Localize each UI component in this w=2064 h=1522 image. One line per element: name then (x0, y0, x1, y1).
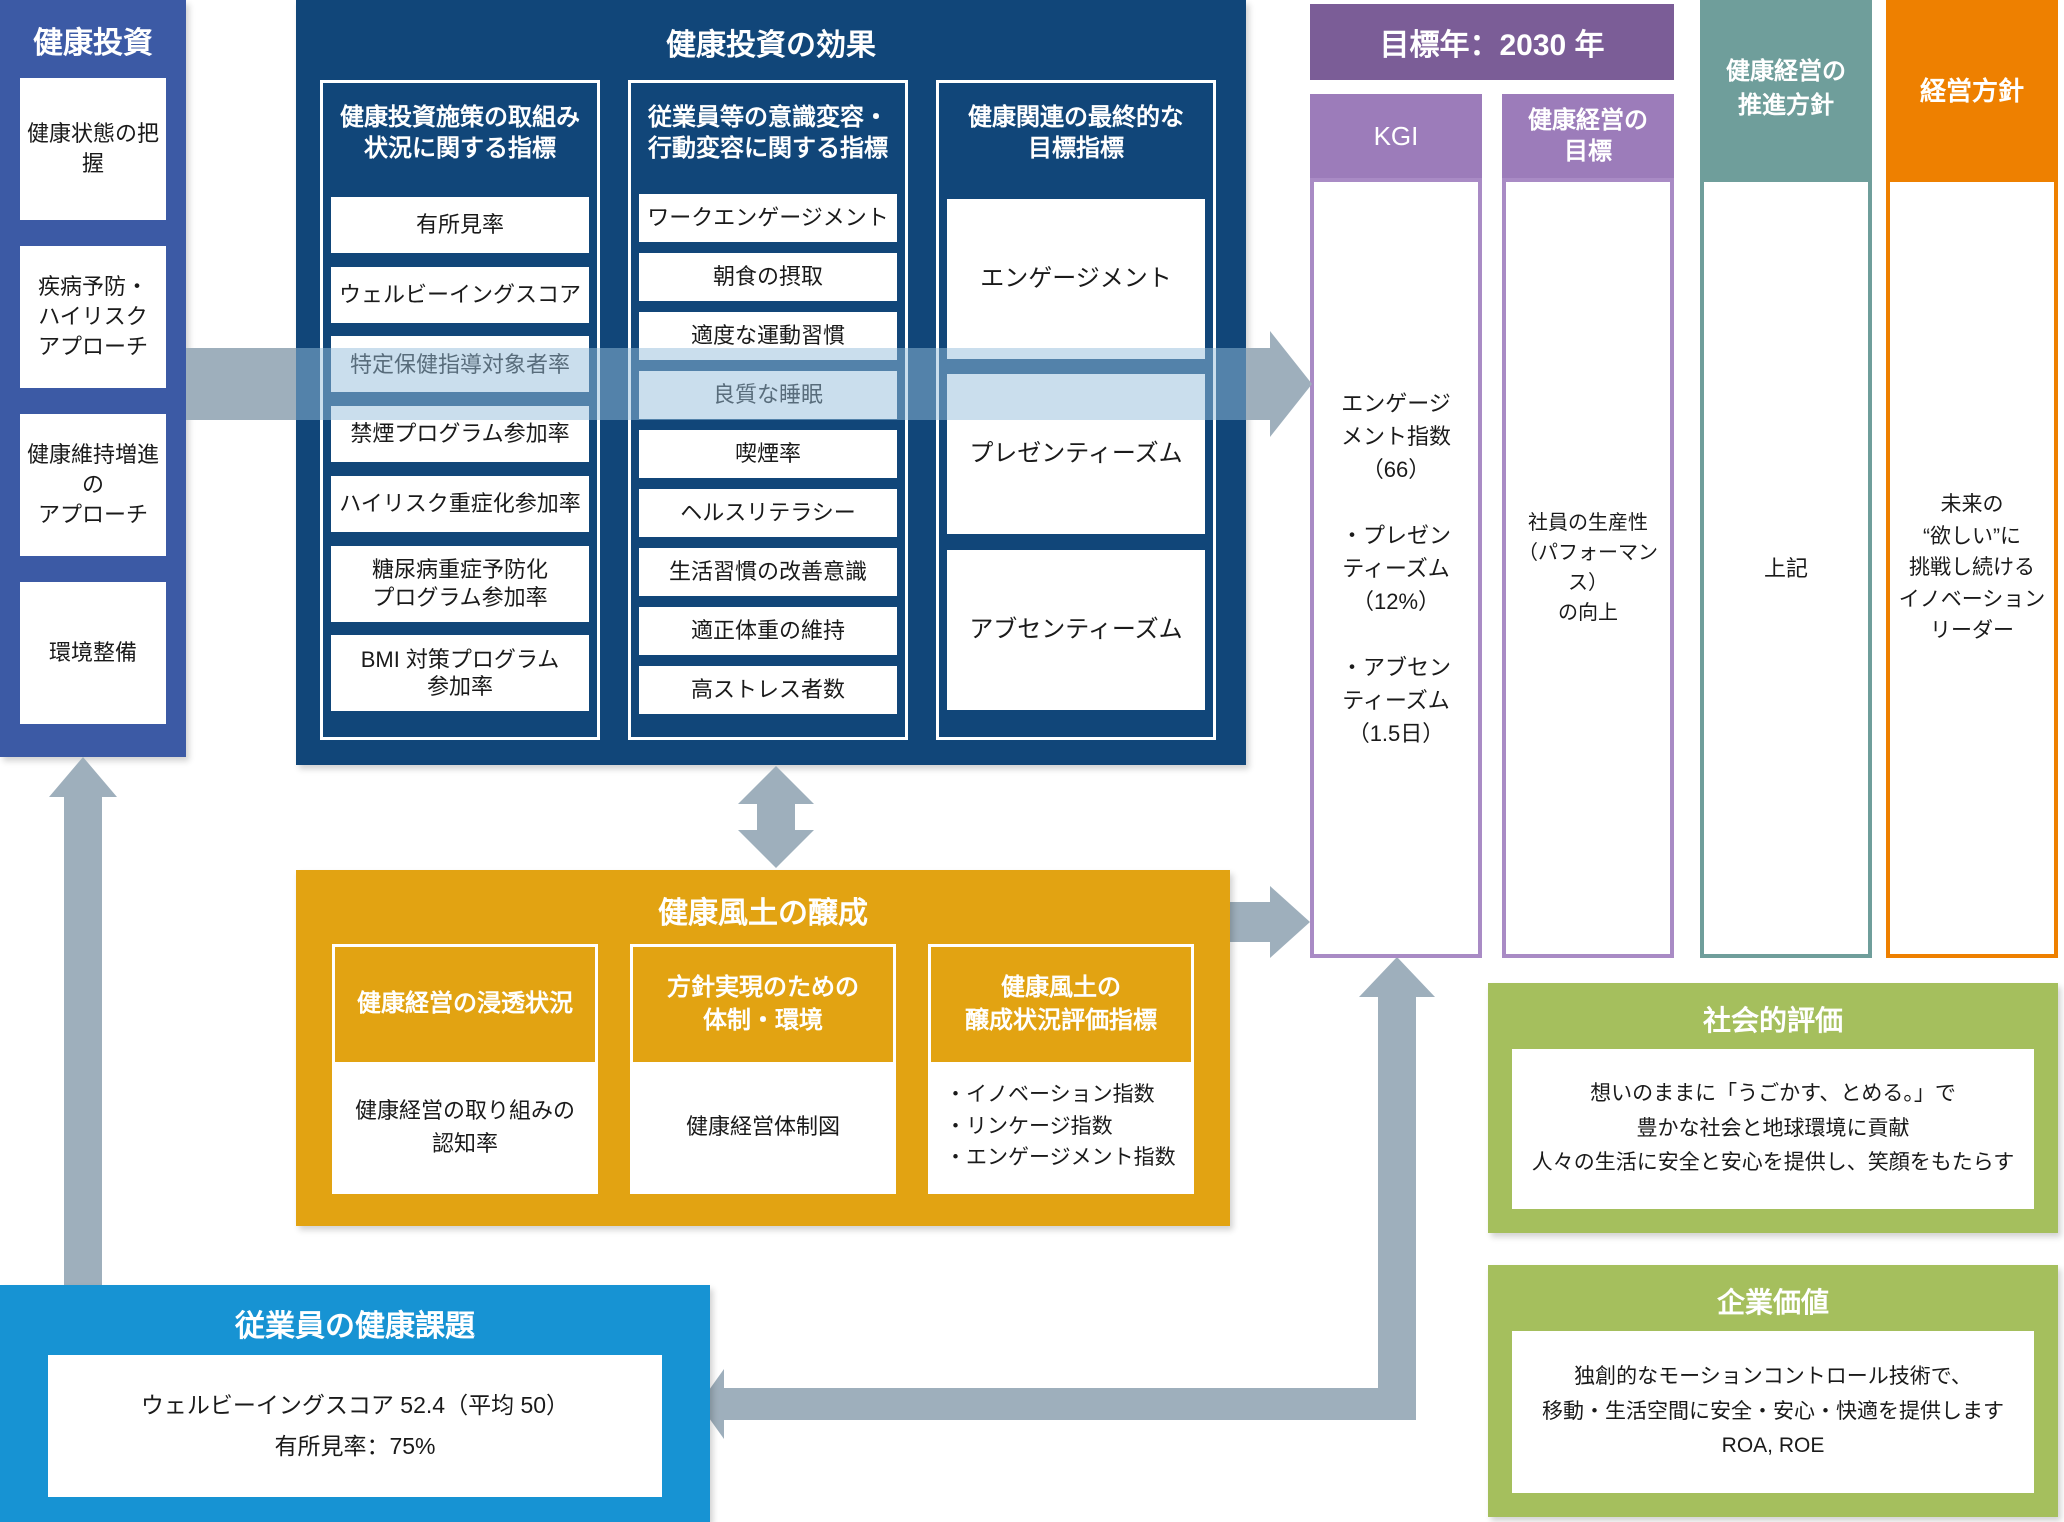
flow-arrow-translucent-band (296, 348, 1246, 420)
metric-item: ワークエンゲージメント (639, 194, 897, 242)
promotion-policy-body: 上記 (1700, 178, 1872, 958)
metric-item: 喫煙率 (639, 430, 897, 478)
employee-issues-body: ウェルビーイングスコア 52.4（平均 50） 有所見率：75% (48, 1355, 662, 1497)
corporate-value-body: 独創的なモーションコントロール技術で、 移動・生活空間に安全・安心・快適を提供し… (1512, 1331, 2034, 1493)
double-arrow-down-head-icon (738, 830, 814, 868)
elbow-arrow-horizontal-shaft (723, 1388, 1416, 1420)
effects-column-items: エンゲージメント プレゼンティーズム アブセンティーズム (947, 183, 1205, 725)
metric-item: エンゲージメント (947, 198, 1205, 359)
effects-title: 健康投資の効果 (666, 29, 876, 62)
metric-item: ハイリスク重症化参加率 (331, 475, 589, 532)
employee-issues-title: 従業員の健康課題 (235, 1310, 475, 1343)
culture-column-header: 健康風土の 醸成状況評価指標 (965, 974, 1157, 1034)
investment-item: 健康維持増進の アプローチ (20, 414, 166, 556)
employee-issues-box: 従業員の健康課題 ウェルビーイングスコア 52.4（平均 50） 有所見率：75… (0, 1285, 710, 1522)
effects-box: 健康投資の効果 健康投資施策の取組み 状況に関する指標 有所見率 ウェルビーイン… (296, 0, 1246, 765)
effects-column-final-goals: 健康関連の最終的な 目標指標 エンゲージメント プレゼンティーズム アブセンティ… (936, 80, 1216, 740)
metric-item: ウェルビーイングスコア (331, 266, 589, 323)
promotion-policy-header: 健康経営の 推進方針 (1700, 0, 1872, 178)
kgi-body: エンゲージ メント指数 （66） ・プレゼン ティーズム （12%） ・アブセン… (1310, 178, 1482, 958)
investment-column: 健康投資 健康状態の把握 疾病予防・ ハイリスク アプローチ 健康維持増進の ア… (0, 0, 186, 757)
elbow-arrow-vertical-shaft (1378, 995, 1416, 1420)
culture-arrow-shaft (1230, 902, 1270, 942)
metric-item: アブセンティーズム (947, 549, 1205, 710)
metric-item: 生活習慣の改善意識 (639, 548, 897, 596)
effects-column-header: 健康投資施策の取組み 状況に関する指標 (340, 103, 580, 162)
culture-title: 健康風土の醸成 (658, 897, 868, 930)
culture-column-body: 健康経営体制図 (633, 1062, 893, 1191)
culture-column-header: 方針実現のための 体制・環境 (667, 974, 859, 1034)
effects-column-items: ワークエンゲージメント 朝食の摂取 適度な運動習慣 良質な睡眠 喫煙率 ヘルスリ… (639, 183, 897, 725)
investment-title: 健康投資 (33, 27, 153, 60)
flow-arrow-right-segment (1246, 348, 1272, 420)
kgi-header: KGI (1310, 94, 1482, 178)
corporate-value-title: 企業価値 (1716, 1287, 1829, 1318)
investment-item: 健康状態の把握 (20, 78, 166, 220)
double-arrow-up-head-icon (738, 766, 814, 804)
culture-column-structure: 方針実現のための 体制・環境 健康経営体制図 (630, 944, 896, 1194)
metric-item: 適正体重の維持 (639, 607, 897, 655)
culture-column-penetration: 健康経営の浸透状況 健康経営の取り組みの 認知率 (332, 944, 598, 1194)
social-evaluation-title: 社会的評価 (1702, 1005, 1843, 1036)
social-evaluation-body: 想いのままに「うごかす、とめる。」で 豊かな社会と地球環境に貢献 人々の生活に安… (1512, 1049, 2034, 1209)
effects-column-header: 従業員等の意識変容・ 行動変容に関する指標 (648, 103, 888, 162)
investment-item: 疾病予防・ ハイリスク アプローチ (20, 246, 166, 388)
metric-item: 糖尿病重症予防化 プログラム参加率 (331, 545, 589, 622)
management-goal-body: 社員の生産性 （パフォーマンス） の向上 (1502, 178, 1674, 958)
metric-item: ヘルスリテラシー (639, 489, 897, 537)
elbow-arrow-up-head-icon (1359, 957, 1435, 997)
investment-item: 環境整備 (20, 582, 166, 724)
flow-arrowhead-right-icon (1270, 331, 1312, 437)
metric-item: 有所見率 (331, 196, 589, 253)
metric-item: 高ストレス者数 (639, 666, 897, 714)
metric-item: BMI 対策プログラム 参加率 (331, 635, 589, 712)
flow-arrow-left-segment (186, 348, 296, 420)
double-arrow-shaft (757, 800, 795, 834)
metric-item: 朝食の摂取 (639, 253, 897, 301)
target-year-band: 目標年：2030 年 (1310, 4, 1674, 80)
culture-column-body: ・イノベーション指数 ・リンケージ指数 ・エンゲージメント指数 (931, 1062, 1191, 1191)
issues-up-arrowhead-icon (49, 757, 117, 797)
corporate-policy-header: 経営方針 (1886, 0, 2058, 178)
culture-column-header: 健康経営の浸透状況 (357, 990, 573, 1018)
effects-column-items: 有所見率 ウェルビーイングスコア 特定保健指導対象者率 禁煙プログラム参加率 ハ… (331, 183, 589, 725)
management-goal-header: 健康経営の 目標 (1502, 94, 1674, 178)
corporate-policy-body: 未来の “欲しい”に 挑戦し続ける イノベーション リーダー (1886, 178, 2058, 958)
culture-arrowhead-icon (1270, 886, 1310, 958)
effects-column-header: 健康関連の最終的な 目標指標 (968, 103, 1184, 162)
culture-column-evaluation: 健康風土の 醸成状況評価指標 ・イノベーション指数 ・リンケージ指数 ・エンゲー… (928, 944, 1194, 1194)
culture-column-body: 健康経営の取り組みの 認知率 (335, 1062, 595, 1191)
issues-up-arrow-shaft (64, 795, 102, 1285)
